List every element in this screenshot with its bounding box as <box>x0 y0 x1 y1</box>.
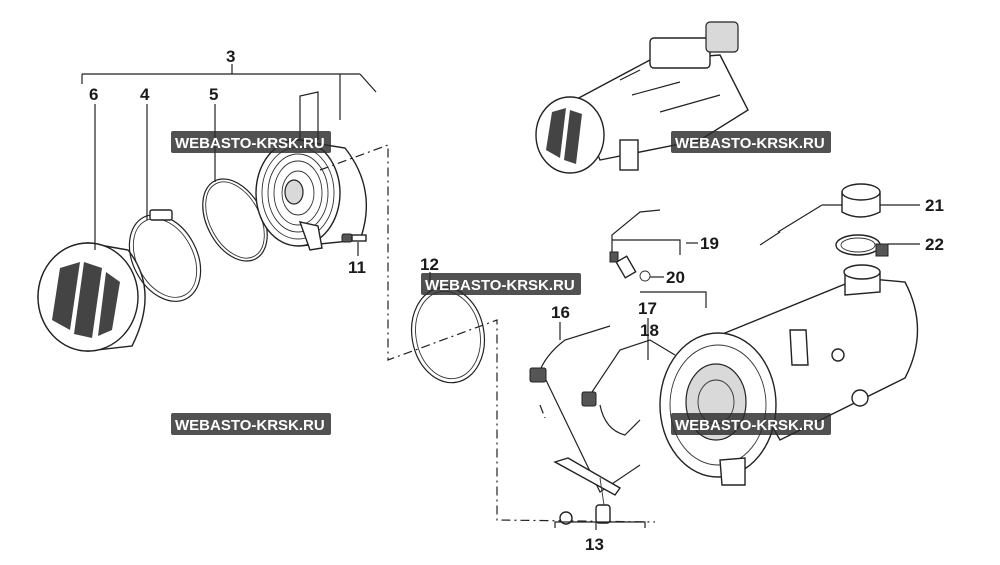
callout-19: 19 <box>700 234 719 253</box>
watermark-2: WEBASTO-KRSK.RU <box>671 131 831 153</box>
sensor-clamp-part <box>835 234 889 257</box>
callout-17: 17 <box>638 299 657 318</box>
watermark-5: WEBASTO-KRSK.RU <box>671 413 831 435</box>
leader-17 <box>640 291 707 308</box>
callout-16: 16 <box>551 303 570 322</box>
watermark-4: WEBASTO-KRSK.RU <box>171 413 331 435</box>
temperature-sensor-part <box>759 183 881 246</box>
assembly-line-tick <box>539 404 546 419</box>
callout-3: 3 <box>226 47 235 66</box>
watermark-1: WEBASTO-KRSK.RU <box>171 131 331 153</box>
bracket-13 <box>554 521 646 528</box>
bracket-13-part <box>553 457 622 525</box>
svg-text:WEBASTO-KRSK.RU: WEBASTO-KRSK.RU <box>675 417 825 434</box>
bracket-3 <box>81 64 377 120</box>
callout-20: 20 <box>666 268 685 287</box>
hose-clamp-part <box>128 209 202 302</box>
assembly-line-left <box>319 144 656 523</box>
callout-22: 22 <box>925 235 944 254</box>
svg-text:WEBASTO-KRSK.RU: WEBASTO-KRSK.RU <box>175 135 325 152</box>
callout-12: 12 <box>420 255 439 274</box>
svg-text:WEBASTO-KRSK.RU: WEBASTO-KRSK.RU <box>175 417 325 434</box>
main-heater-part <box>659 264 919 486</box>
screw-part <box>341 233 367 243</box>
intake-cover-part <box>37 242 146 352</box>
callout-21: 21 <box>925 196 944 215</box>
watermark-3: WEBASTO-KRSK.RU <box>421 273 581 295</box>
callout-13: 13 <box>585 535 604 554</box>
sealing-ring-part <box>410 286 486 384</box>
callout-5: 5 <box>209 85 218 104</box>
heat-exchanger-part <box>255 91 368 251</box>
callout-11: 11 <box>348 258 366 277</box>
cable-16-part <box>529 325 676 493</box>
callout-18: 18 <box>640 321 659 340</box>
cable-19-part <box>609 209 681 282</box>
svg-text:WEBASTO-KRSK.RU: WEBASTO-KRSK.RU <box>425 277 575 294</box>
callout-4: 4 <box>140 85 150 104</box>
svg-text:WEBASTO-KRSK.RU: WEBASTO-KRSK.RU <box>675 135 825 152</box>
callout-6: 6 <box>89 85 98 104</box>
